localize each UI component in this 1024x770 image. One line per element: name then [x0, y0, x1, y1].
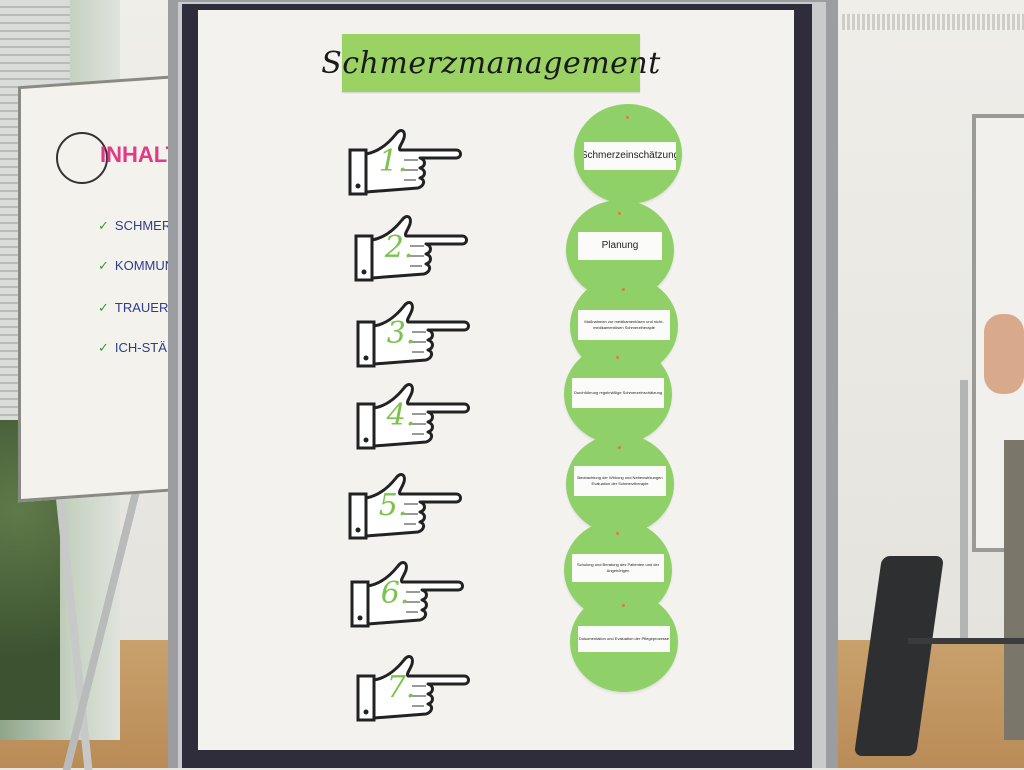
- pointing-hand-icon: 1.: [348, 124, 464, 198]
- pushpin-icon: [622, 288, 625, 291]
- pointing-hand-icon: 6.: [350, 556, 466, 630]
- step-number: 3.: [386, 316, 416, 351]
- pointing-hand-icon: 5.: [348, 468, 464, 542]
- step-label: Dokumentation und Evaluation der Pflegep…: [578, 626, 670, 652]
- step-label: Durchführung regelmäßige Schmerzeinschät…: [572, 378, 664, 408]
- step-number: 6.: [380, 576, 410, 611]
- check-icon: ✓: [98, 300, 109, 315]
- pushpin-icon: [616, 532, 619, 535]
- step-disc: Beobachtung der Wirkung und Nebenwirkung…: [566, 434, 674, 534]
- pointing-hand-icon: 3.: [356, 296, 472, 370]
- pushpin-icon: [618, 212, 621, 215]
- check-icon: ✓: [98, 218, 109, 233]
- person: [1004, 440, 1024, 740]
- flipchart-item: ✓ICH-STÄ: [98, 340, 167, 355]
- step-label: Schulung und Beratung des Patienten und …: [572, 554, 664, 582]
- chair-frame: [908, 638, 1024, 644]
- chair: [853, 556, 1024, 768]
- step-number: 7.: [386, 670, 416, 705]
- pointing-hand-icon: 7.: [356, 650, 472, 724]
- step-label: Maßnahmen zur medikamentösen und nicht-m…: [578, 310, 670, 340]
- step-number: 2.: [384, 230, 414, 265]
- title-banner: Schmerzmanagement: [321, 34, 660, 92]
- pushpin-icon: [626, 116, 629, 119]
- board-title: Schmerzmanagement: [321, 45, 661, 81]
- chair-back: [853, 556, 945, 756]
- flipchart-sketch: [56, 132, 108, 184]
- pointing-hand-icon: 2.: [354, 210, 470, 284]
- poster-paper: [198, 10, 794, 750]
- step-label: Schmerzeinschätzung: [584, 142, 676, 170]
- air-vent: [842, 14, 1024, 30]
- step-disc: Dokumentation und Evaluation der Pflegep…: [570, 592, 678, 692]
- step-disc: Durchführung regelmäßige Schmerzeinschät…: [564, 344, 672, 444]
- step-label: Planung: [578, 232, 662, 260]
- step-number: 1.: [378, 144, 408, 179]
- step-number: 4.: [386, 398, 416, 433]
- flipchart-title: INHALT: [100, 142, 180, 167]
- check-icon: ✓: [98, 340, 109, 355]
- pushpin-icon: [618, 446, 621, 449]
- step-label: Beobachtung der Wirkung und Nebenwirkung…: [574, 466, 666, 496]
- pushpin-icon: [616, 356, 619, 359]
- pointing-hand-icon: 4.: [356, 378, 472, 452]
- step-disc: Schmerzeinschätzung: [574, 104, 682, 204]
- person-arm: [984, 314, 1024, 394]
- whiteboard-leg: [960, 380, 968, 640]
- pushpin-icon: [622, 604, 625, 607]
- step-number: 5.: [378, 488, 408, 523]
- check-icon: ✓: [98, 258, 109, 273]
